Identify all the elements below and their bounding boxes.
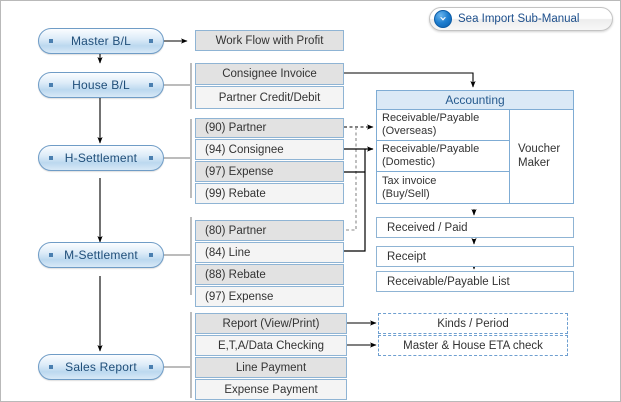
item-eta-data-checking[interactable]: E,T,A/Data Checking: [195, 335, 347, 356]
item-consignee-invoice[interactable]: Consignee Invoice: [195, 63, 344, 85]
accounting-rows: Receivable/Payable (Overseas) Receivable…: [377, 110, 510, 204]
accounting-title: Accounting: [377, 91, 573, 110]
item-report-view-print[interactable]: Report (View/Print): [195, 313, 347, 334]
voucher-maker-line-2: Maker: [518, 157, 550, 169]
accounting-row-tax-invoice[interactable]: Tax invoice (Buy/Sell): [377, 172, 509, 203]
item-88-rebate[interactable]: (88) Rebate: [195, 264, 344, 285]
stage-label: H-Settlement: [64, 151, 138, 165]
bullet-left-icon: [49, 39, 53, 43]
sub-manual-badge[interactable]: Sea Import Sub-Manual: [429, 7, 613, 31]
stage-sales-report[interactable]: Sales Report: [38, 354, 164, 380]
bullet-right-icon: [149, 39, 153, 43]
row-line-1: Receivable/Payable: [382, 112, 480, 125]
item-receipt[interactable]: Receipt: [376, 246, 574, 267]
item-kinds-period[interactable]: Kinds / Period: [378, 313, 568, 334]
bullet-right-icon: [149, 365, 153, 369]
row-line-1: Receivable/Payable: [382, 143, 480, 156]
item-80-partner[interactable]: (80) Partner: [195, 220, 344, 241]
bullet-left-icon: [49, 156, 53, 160]
bullet-left-icon: [49, 365, 53, 369]
stage-m-settlement[interactable]: M-Settlement: [38, 242, 164, 268]
item-99-rebate[interactable]: (99) Rebate: [195, 183, 344, 204]
accounting-body: Receivable/Payable (Overseas) Receivable…: [377, 110, 573, 204]
row-line-2: (Domestic): [382, 156, 436, 168]
item-partner-credit-debit[interactable]: Partner Credit/Debit: [195, 86, 344, 109]
item-receivable-payable-list[interactable]: Receivable/Payable List: [376, 271, 574, 292]
stage-h-settlement[interactable]: H-Settlement: [38, 145, 164, 171]
accounting-voucher-maker[interactable]: Voucher Maker: [510, 110, 573, 204]
bullet-left-icon: [49, 83, 53, 87]
item-97-expense[interactable]: (97) Expense: [195, 161, 344, 182]
item-master-house-eta-check[interactable]: Master & House ETA check: [378, 335, 568, 356]
stage-label: House B/L: [72, 78, 130, 92]
item-line-payment[interactable]: Line Payment: [195, 357, 347, 378]
stage-house-bl[interactable]: House B/L: [38, 72, 164, 98]
stage-label: M-Settlement: [64, 248, 138, 262]
accounting-table: Accounting Receivable/Payable (Overseas)…: [376, 90, 574, 204]
bullet-right-icon: [149, 253, 153, 257]
item-received-paid[interactable]: Received / Paid: [376, 217, 574, 238]
item-84-line[interactable]: (84) Line: [195, 242, 344, 263]
item-expense-payment[interactable]: Expense Payment: [195, 379, 347, 400]
chevron-down-circle-icon: [434, 10, 452, 28]
row-line-1: Tax invoice: [382, 174, 437, 187]
row-line-2: (Overseas): [382, 125, 437, 137]
row-line-2: (Buy/Sell): [382, 187, 430, 200]
stage-label: Sales Report: [65, 360, 137, 374]
accounting-row-receivable-domestic[interactable]: Receivable/Payable (Domestic): [377, 141, 509, 172]
item-97-expense-m[interactable]: (97) Expense: [195, 286, 344, 307]
stage-master-bl[interactable]: Master B/L: [38, 28, 164, 54]
accounting-row-receivable-overseas[interactable]: Receivable/Payable (Overseas): [377, 110, 509, 141]
bullet-right-icon: [149, 83, 153, 87]
item-work-flow-with-profit[interactable]: Work Flow with Profit: [195, 30, 344, 51]
item-94-consignee[interactable]: (94) Consignee: [195, 139, 344, 160]
sub-manual-badge-label: Sea Import Sub-Manual: [458, 13, 580, 25]
bullet-left-icon: [49, 253, 53, 257]
stage-label: Master B/L: [70, 34, 132, 48]
item-90-partner[interactable]: (90) Partner: [195, 118, 344, 138]
bullet-right-icon: [149, 156, 153, 160]
voucher-maker-line-1: Voucher: [518, 143, 561, 156]
